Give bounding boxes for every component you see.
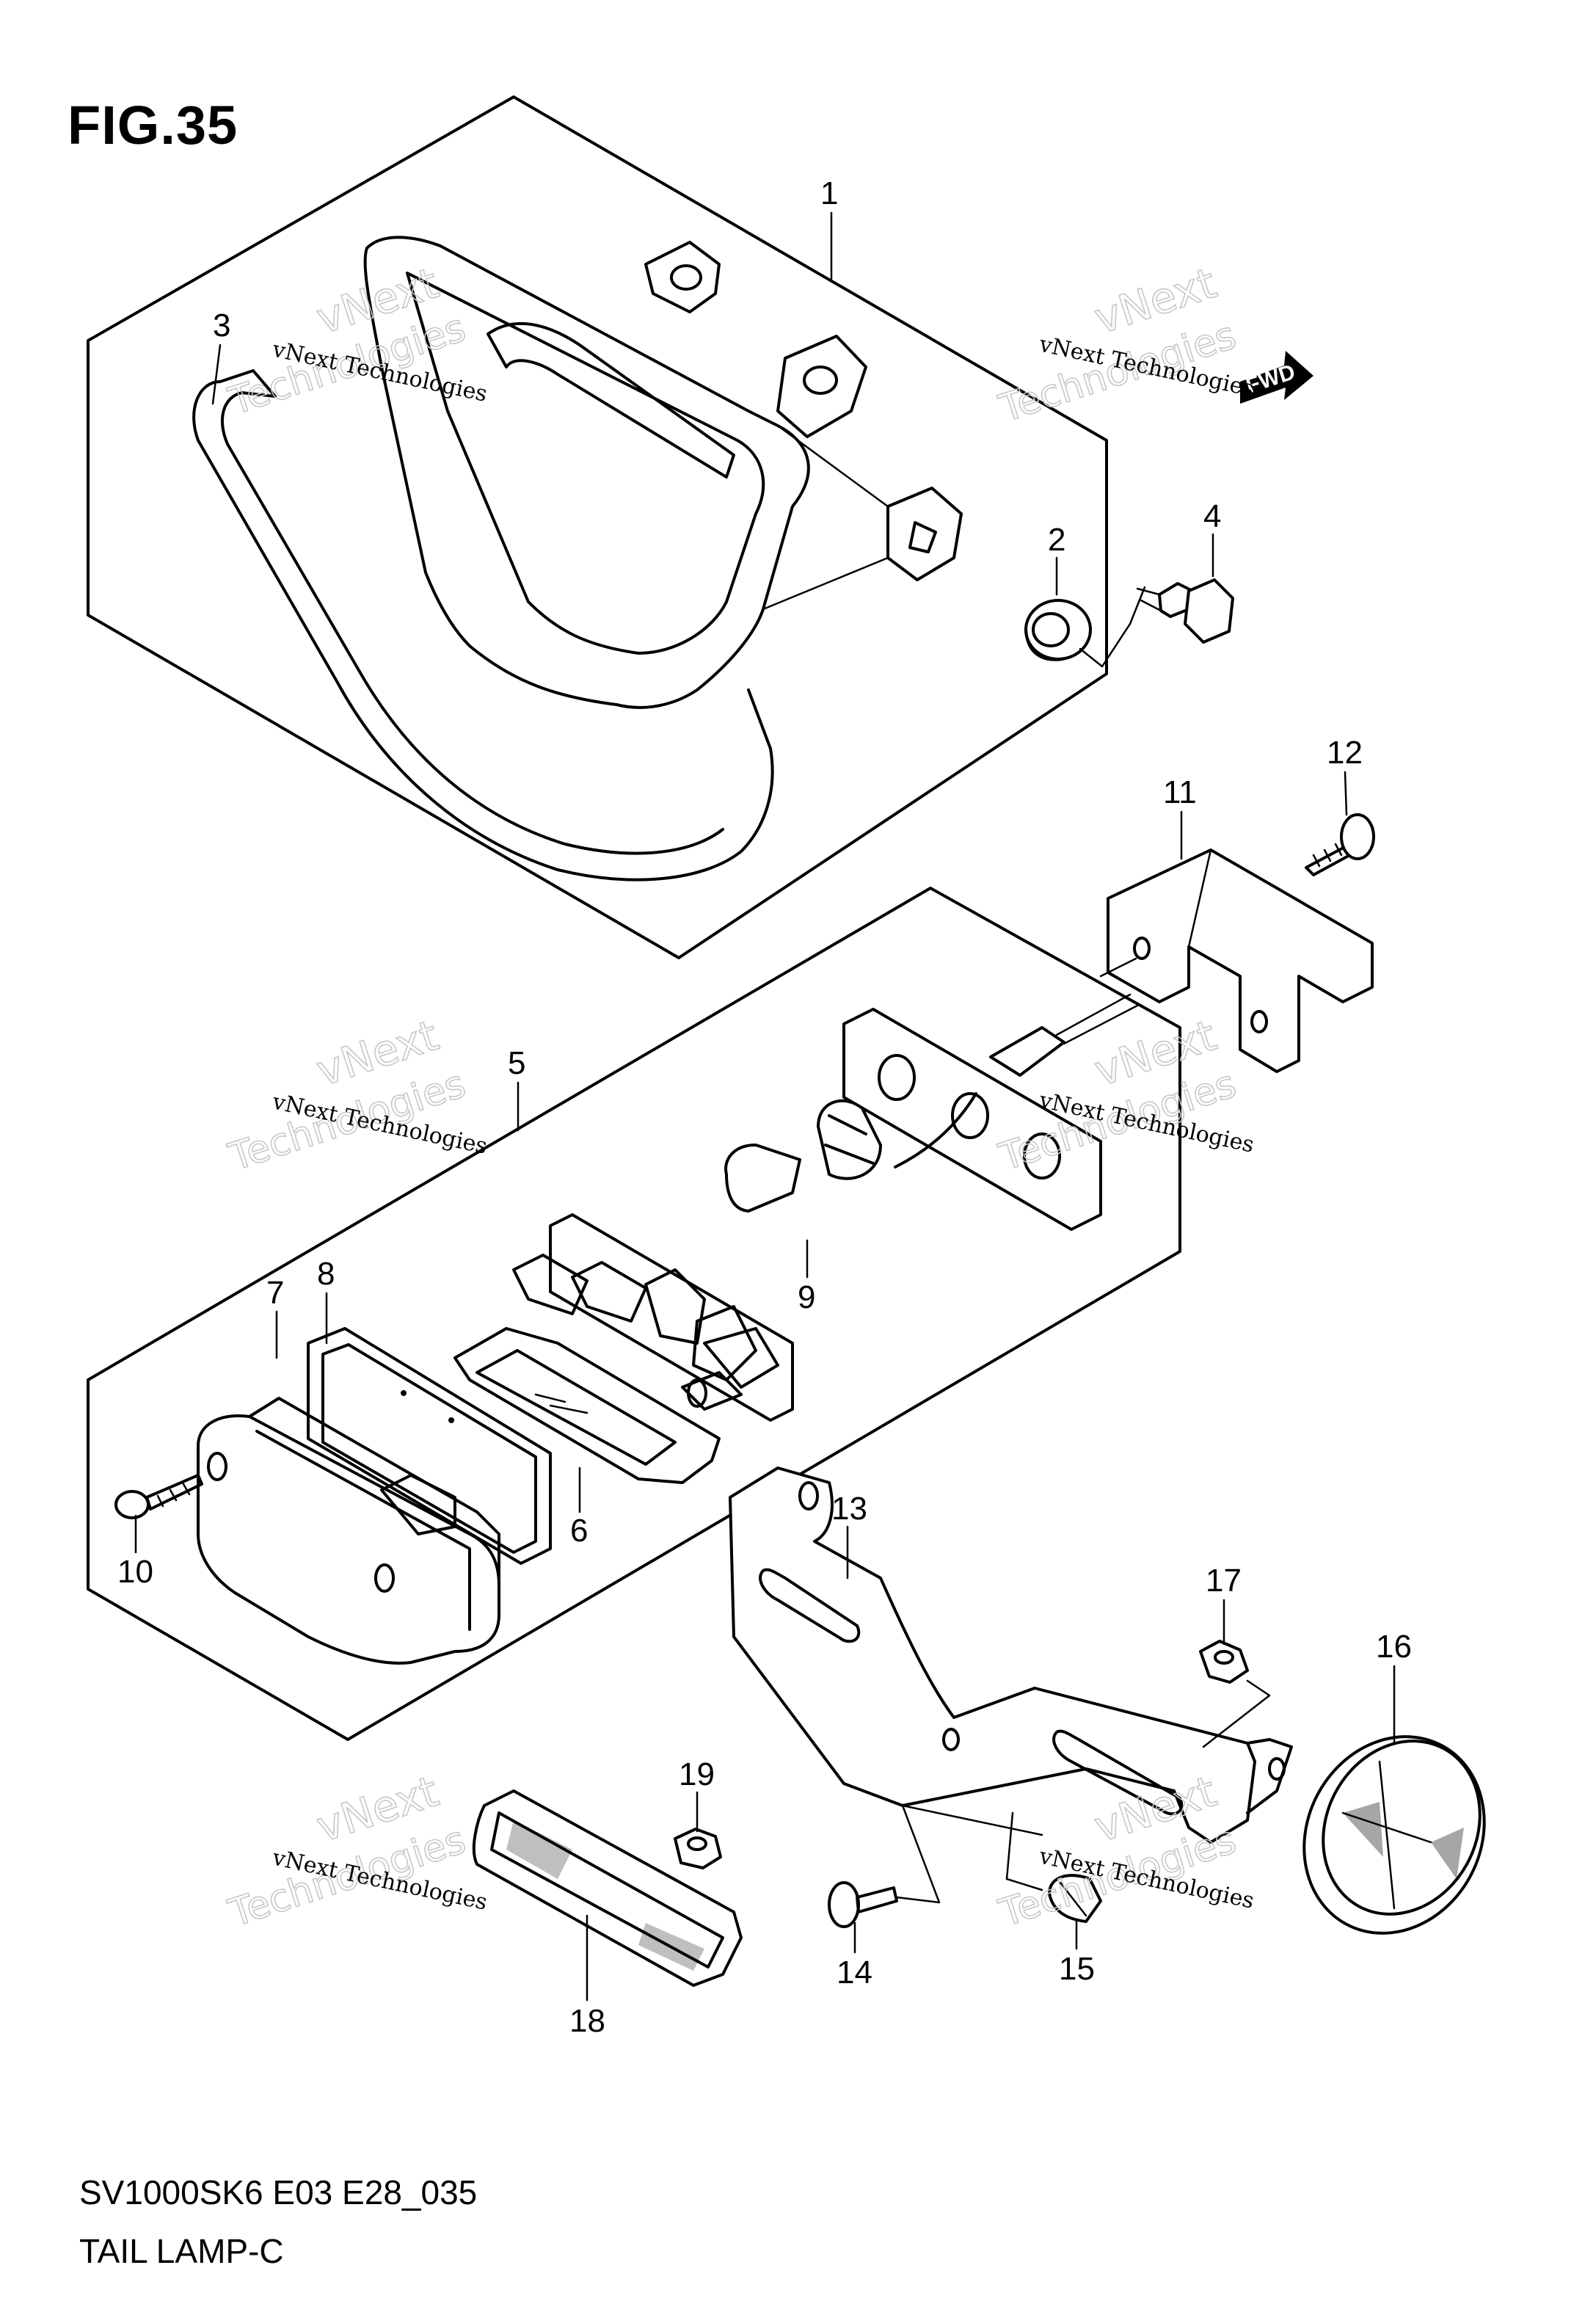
callout-12: 12: [1327, 735, 1363, 771]
assembly-frame-1: [87, 95, 1108, 959]
callout-8: 8: [317, 1256, 335, 1292]
part-10-screw: [114, 1474, 203, 1519]
callout-15: 15: [1059, 1951, 1095, 1987]
part-11-bracket: [1099, 848, 1374, 1073]
part-4-bolt: [1079, 578, 1234, 668]
part-15-nut: [1005, 1811, 1102, 1923]
callout-7: 7: [266, 1275, 284, 1311]
callout-3: 3: [213, 308, 230, 343]
part-3-lens-trim: [192, 369, 774, 881]
watermark-bottom-left: vNext Technologies vNext Technologies: [223, 1765, 489, 1936]
part-2-grommet: [1024, 599, 1092, 661]
assembly-name: TAIL LAMP-C: [79, 2232, 284, 2270]
callout-2: 2: [1048, 522, 1065, 558]
part-6-inner-lens: [453, 1327, 721, 1484]
part-14-screw: [828, 1804, 941, 1928]
part-1-tail-lamp-housing: [363, 236, 963, 709]
watermark-top-right: vNext Technologies vNext Technologies: [994, 257, 1256, 432]
watermark-mid-left: vNext Technologies vNext Technologies: [223, 1009, 489, 1180]
callout-1: 1: [820, 175, 838, 211]
part-7-lamp-lens: [197, 1397, 500, 1665]
watermark-mid-right: vNext Technologies vNext Technologies: [994, 1009, 1256, 1180]
part-8-gasket: [307, 1327, 552, 1565]
part-socket-plate: [842, 993, 1139, 1231]
part-19-nut: [674, 1828, 722, 1869]
part-17-nut: [1199, 1640, 1271, 1748]
callout-10: 10: [117, 1554, 153, 1590]
figure-title: FIG.35: [68, 95, 238, 156]
callout-16: 16: [1376, 1629, 1412, 1665]
part-12-screw: [1305, 813, 1375, 876]
callout-13: 13: [831, 1491, 867, 1527]
part-9-bulb: [724, 1099, 882, 1213]
callout-14: 14: [837, 1955, 872, 1991]
part-16-round-reflector: [1302, 1735, 1486, 1935]
watermark-top-left: vNext Technologies vNext Technologies: [223, 257, 489, 424]
callout-9: 9: [798, 1279, 815, 1315]
part-lamp-board: [512, 1213, 794, 1422]
callout-19: 19: [679, 1756, 715, 1792]
callout-5: 5: [508, 1045, 525, 1081]
callout-18: 18: [569, 2003, 605, 2039]
callout-4: 4: [1203, 498, 1221, 534]
callout-11: 11: [1163, 774, 1197, 810]
callout-17: 17: [1206, 1563, 1242, 1599]
model-code: SV1000SK6 E03 E28_035: [79, 2173, 478, 2211]
part-18-rect-reflector: [472, 1789, 743, 1987]
callout-leaders: [134, 211, 1396, 2002]
callout-6: 6: [570, 1513, 588, 1549]
part-13-license-bracket: [729, 1466, 1293, 1844]
assembly-frame-5: [87, 887, 1181, 1741]
